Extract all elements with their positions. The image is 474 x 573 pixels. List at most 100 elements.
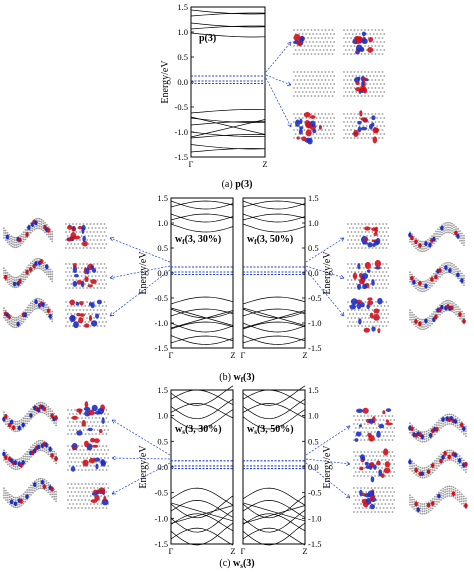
y-tick-label: 0.5 <box>157 243 168 253</box>
arrow <box>305 237 345 263</box>
y-tick-label: -1.0 <box>175 127 188 137</box>
arrow <box>111 462 171 495</box>
y-tick-label: 1.0 <box>308 411 319 421</box>
panel-caption: (c) ws(3) <box>219 558 254 570</box>
band-line <box>242 321 306 330</box>
band-line <box>242 403 306 419</box>
arrow-head <box>109 275 114 280</box>
band-plot-b-left <box>170 197 234 349</box>
band-line <box>170 310 234 329</box>
band-line <box>242 335 306 344</box>
orbital-a-1 <box>293 29 336 55</box>
band-line <box>242 522 306 546</box>
x-tick-label: Z <box>230 350 235 360</box>
band-line <box>242 509 306 533</box>
arrow-head <box>109 312 115 317</box>
subplot-label: ws(3, 30%) <box>175 424 222 436</box>
orbital-b-l3 <box>3 257 54 289</box>
band-line <box>242 213 306 221</box>
band-line <box>170 403 234 419</box>
orbital-b-l1 <box>3 217 54 249</box>
panel-caption: (a) p(3) <box>222 179 253 190</box>
arrow-head <box>346 461 351 466</box>
y-tick-label: 1.5 <box>308 385 319 395</box>
band-line <box>242 310 306 329</box>
y-tick-label: -0.5 <box>155 293 168 303</box>
orbital-c-l4 <box>67 437 110 472</box>
band-line <box>190 121 266 126</box>
arrow-head <box>109 237 115 242</box>
arrow-head <box>340 274 345 280</box>
subplot-label: ws(3, 50%) <box>247 424 294 436</box>
arrow-head <box>345 494 351 499</box>
arrows <box>109 41 351 499</box>
arrow <box>305 425 351 456</box>
subplot-label: wf(3, 50%) <box>247 234 293 246</box>
band-line <box>242 487 306 506</box>
y-tick-label: 1.5 <box>157 193 168 203</box>
orbital-c-l1 <box>2 401 58 433</box>
band-line <box>170 213 234 221</box>
band-line <box>242 527 306 546</box>
y-tick-label: 1.0 <box>308 218 319 228</box>
plot-frame <box>242 197 306 349</box>
arrow-head <box>339 237 345 242</box>
y-axis-label: Energy/eV <box>138 445 149 489</box>
orbital-a-2 <box>343 29 386 55</box>
y-tick-label: 0.5 <box>157 436 168 446</box>
band-line <box>242 308 306 317</box>
band-line <box>190 131 266 137</box>
band-line <box>170 398 234 420</box>
y-tick-label: 1.0 <box>157 411 168 421</box>
orbital-c-r3 <box>353 448 396 483</box>
y-tick-label: 1.0 <box>157 218 168 228</box>
arrow-head <box>340 312 345 317</box>
band-line <box>190 134 266 139</box>
y-tick-label: -1.0 <box>308 513 321 523</box>
orbital-a-4 <box>343 71 386 97</box>
band-line <box>170 522 234 546</box>
orbital-c-l5 <box>3 477 57 509</box>
band-line <box>170 321 234 330</box>
band-line <box>242 200 306 208</box>
band-line <box>170 487 234 506</box>
band-line <box>170 527 234 546</box>
arrow <box>305 458 351 465</box>
y-tick-label: -1.5 <box>175 152 188 162</box>
arrow-head <box>111 419 117 424</box>
band-line <box>190 9 266 15</box>
y-tick-label: -1.0 <box>155 318 168 328</box>
band-line <box>170 502 234 522</box>
y-tick-label: -1.5 <box>308 539 321 549</box>
x-tick-label: Γ <box>169 546 174 556</box>
arrow-head <box>287 41 292 46</box>
band-line <box>170 223 234 233</box>
band-line <box>242 398 306 420</box>
y-tick-label: 0.0 <box>308 268 319 278</box>
arrow <box>111 419 171 456</box>
band-line <box>190 25 266 30</box>
y-tick-label: -0.5 <box>308 488 321 498</box>
y-tick-label: 1.5 <box>177 2 188 12</box>
y-tick-label: -1.5 <box>155 343 168 353</box>
y-tick-label: -0.5 <box>308 293 321 303</box>
orbital-b-r2 <box>408 221 465 253</box>
orbital-a-6 <box>343 110 386 144</box>
y-axis-label: Energy/eV <box>138 251 149 295</box>
band-line <box>170 409 234 430</box>
arrow-head <box>111 490 117 495</box>
band-line <box>242 505 306 524</box>
band-line <box>190 12 266 17</box>
y-tick-label: 1.5 <box>308 193 319 203</box>
arrow <box>305 269 345 317</box>
orbital-images <box>2 29 468 515</box>
band-line <box>170 500 234 518</box>
band-line <box>170 385 234 406</box>
band-line <box>190 32 266 38</box>
orbital-c-r1 <box>353 407 396 442</box>
x-tick-label: Γ <box>169 350 174 360</box>
orbital-c-r4 <box>408 449 468 479</box>
orbital-c-r2 <box>408 413 467 443</box>
orbital-c-r6 <box>409 485 468 515</box>
y-tick-label: -0.5 <box>155 488 168 498</box>
